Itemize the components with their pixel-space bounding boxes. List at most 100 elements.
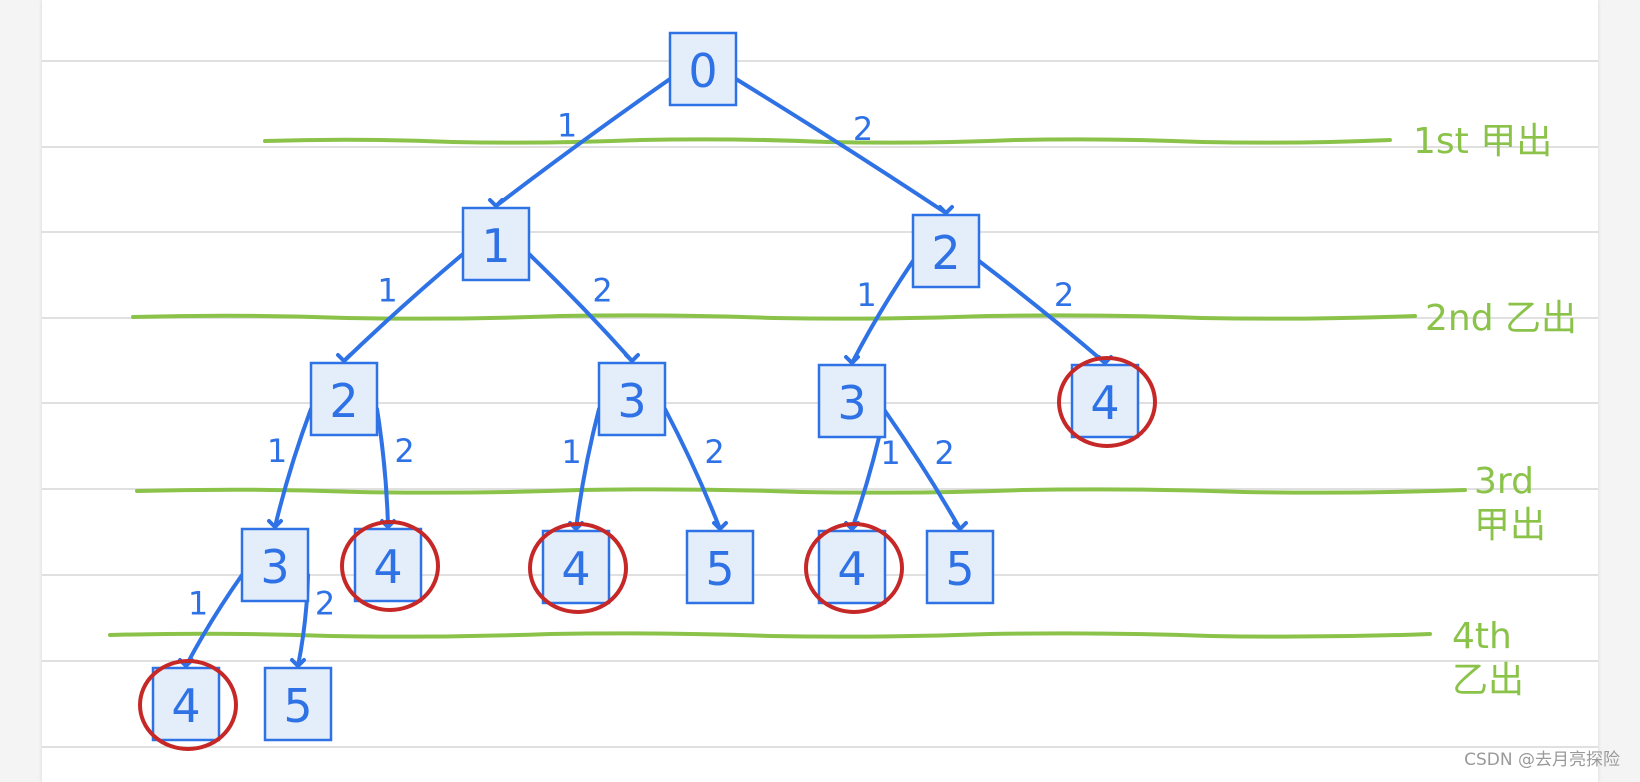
edge-label: 1	[561, 433, 581, 471]
tree-node: 4	[541, 529, 611, 605]
edge-n2-n6	[977, 259, 1107, 365]
edge-label: 1	[557, 107, 577, 145]
edge-arrowhead	[290, 658, 306, 668]
turn-label-t1: 1st 甲出	[1413, 121, 1552, 162]
node-box	[685, 529, 755, 605]
node-box	[1070, 363, 1140, 439]
turn-label-line: 3rd	[1474, 461, 1534, 502]
edge-n3-n7	[273, 407, 313, 529]
tree-node: 1	[461, 206, 531, 282]
turn-divider-t1	[263, 137, 1392, 145]
node-value: 2	[329, 374, 358, 428]
tree-node: 4	[817, 529, 887, 605]
edge-label: 2	[592, 272, 612, 310]
node-box	[240, 527, 310, 603]
turn-label-line: 4th	[1452, 616, 1512, 657]
watermark: CSDN @去月亮探险	[1464, 750, 1620, 770]
tree-node: 4	[353, 527, 423, 603]
node-box	[353, 527, 423, 603]
edge-arrowhead	[712, 521, 728, 531]
terminal-circle	[138, 659, 238, 751]
tree-node: 2	[309, 361, 379, 437]
edge-label: 1	[267, 432, 287, 470]
edge-label: 1	[188, 585, 208, 623]
tree-node: 5	[925, 529, 995, 605]
node-value: 1	[481, 219, 510, 273]
terminal-markers	[138, 356, 1157, 751]
edge-arrowhead	[488, 198, 504, 208]
edge-label: 1	[377, 272, 397, 310]
tree-node: 3	[240, 527, 310, 603]
node-box	[309, 361, 379, 437]
edge-n0-n1	[494, 77, 672, 208]
tree-node: 4	[151, 666, 221, 742]
tree-node: 5	[685, 529, 755, 605]
node-box	[541, 529, 611, 605]
node-box	[668, 31, 738, 107]
tree-node: 3	[817, 363, 887, 439]
edge-label: 2	[1054, 276, 1074, 314]
node-value: 0	[688, 44, 717, 98]
terminal-circle	[340, 520, 440, 612]
node-box	[597, 361, 667, 437]
node-value: 4	[171, 679, 200, 733]
tree-node: 5	[263, 666, 333, 742]
edge-n7-n13	[184, 573, 244, 668]
edge-n5-n12	[883, 409, 962, 531]
node-value: 5	[705, 542, 734, 596]
edge-label: 2	[315, 585, 335, 623]
node-box	[817, 363, 887, 439]
turn-divider-t4	[108, 631, 1432, 639]
terminal-circle	[804, 522, 904, 614]
node-box	[151, 666, 221, 742]
tree-node: 3	[597, 361, 667, 437]
edge-n1-n4	[527, 252, 634, 363]
node-value: 3	[837, 376, 866, 430]
edge-n1-n3	[342, 252, 465, 363]
node-value: 4	[1090, 376, 1119, 430]
turn-divider-t3	[135, 487, 1467, 495]
edge-arrowhead	[624, 353, 640, 363]
edge-arrowhead	[844, 355, 860, 365]
turn-label-t2: 2nd 乙出	[1425, 298, 1577, 339]
edge-arrowhead	[336, 353, 352, 363]
node-box	[925, 529, 995, 605]
edge-arrowhead	[267, 519, 283, 529]
edge-arrowhead	[952, 521, 968, 531]
node-value: 4	[373, 540, 402, 594]
turn-label-line: 2nd 乙出	[1425, 298, 1577, 339]
edge-label: 2	[934, 434, 954, 472]
edge-label: 1	[880, 434, 900, 472]
node-value: 3	[617, 374, 646, 428]
node-value: 4	[837, 542, 866, 596]
terminal-circle	[1057, 356, 1157, 448]
edge-n4-n10	[663, 407, 722, 531]
turn-divider-t2	[131, 313, 1417, 321]
turn-label-line: 1st 甲出	[1413, 121, 1552, 162]
node-box	[263, 666, 333, 742]
node-value: 5	[283, 679, 312, 733]
edge-label: 2	[853, 110, 873, 148]
node-value: 3	[260, 540, 289, 594]
node-value: 4	[561, 542, 590, 596]
edge-n3-n8	[375, 407, 390, 529]
edge-n0-n2	[734, 77, 948, 215]
terminal-circle	[528, 522, 628, 614]
edge-n2-n5	[850, 259, 915, 365]
turn-divider-lines	[108, 137, 1467, 639]
node-box	[911, 213, 981, 289]
edge-n4-n9	[574, 407, 601, 531]
node-box	[817, 529, 887, 605]
edge-label: 2	[394, 432, 414, 470]
node-value: 2	[931, 226, 960, 280]
edge-arrowhead	[938, 205, 954, 215]
turn-label-line: 乙出	[1452, 660, 1524, 701]
node-box	[461, 206, 531, 282]
edge-label: 2	[704, 433, 724, 471]
